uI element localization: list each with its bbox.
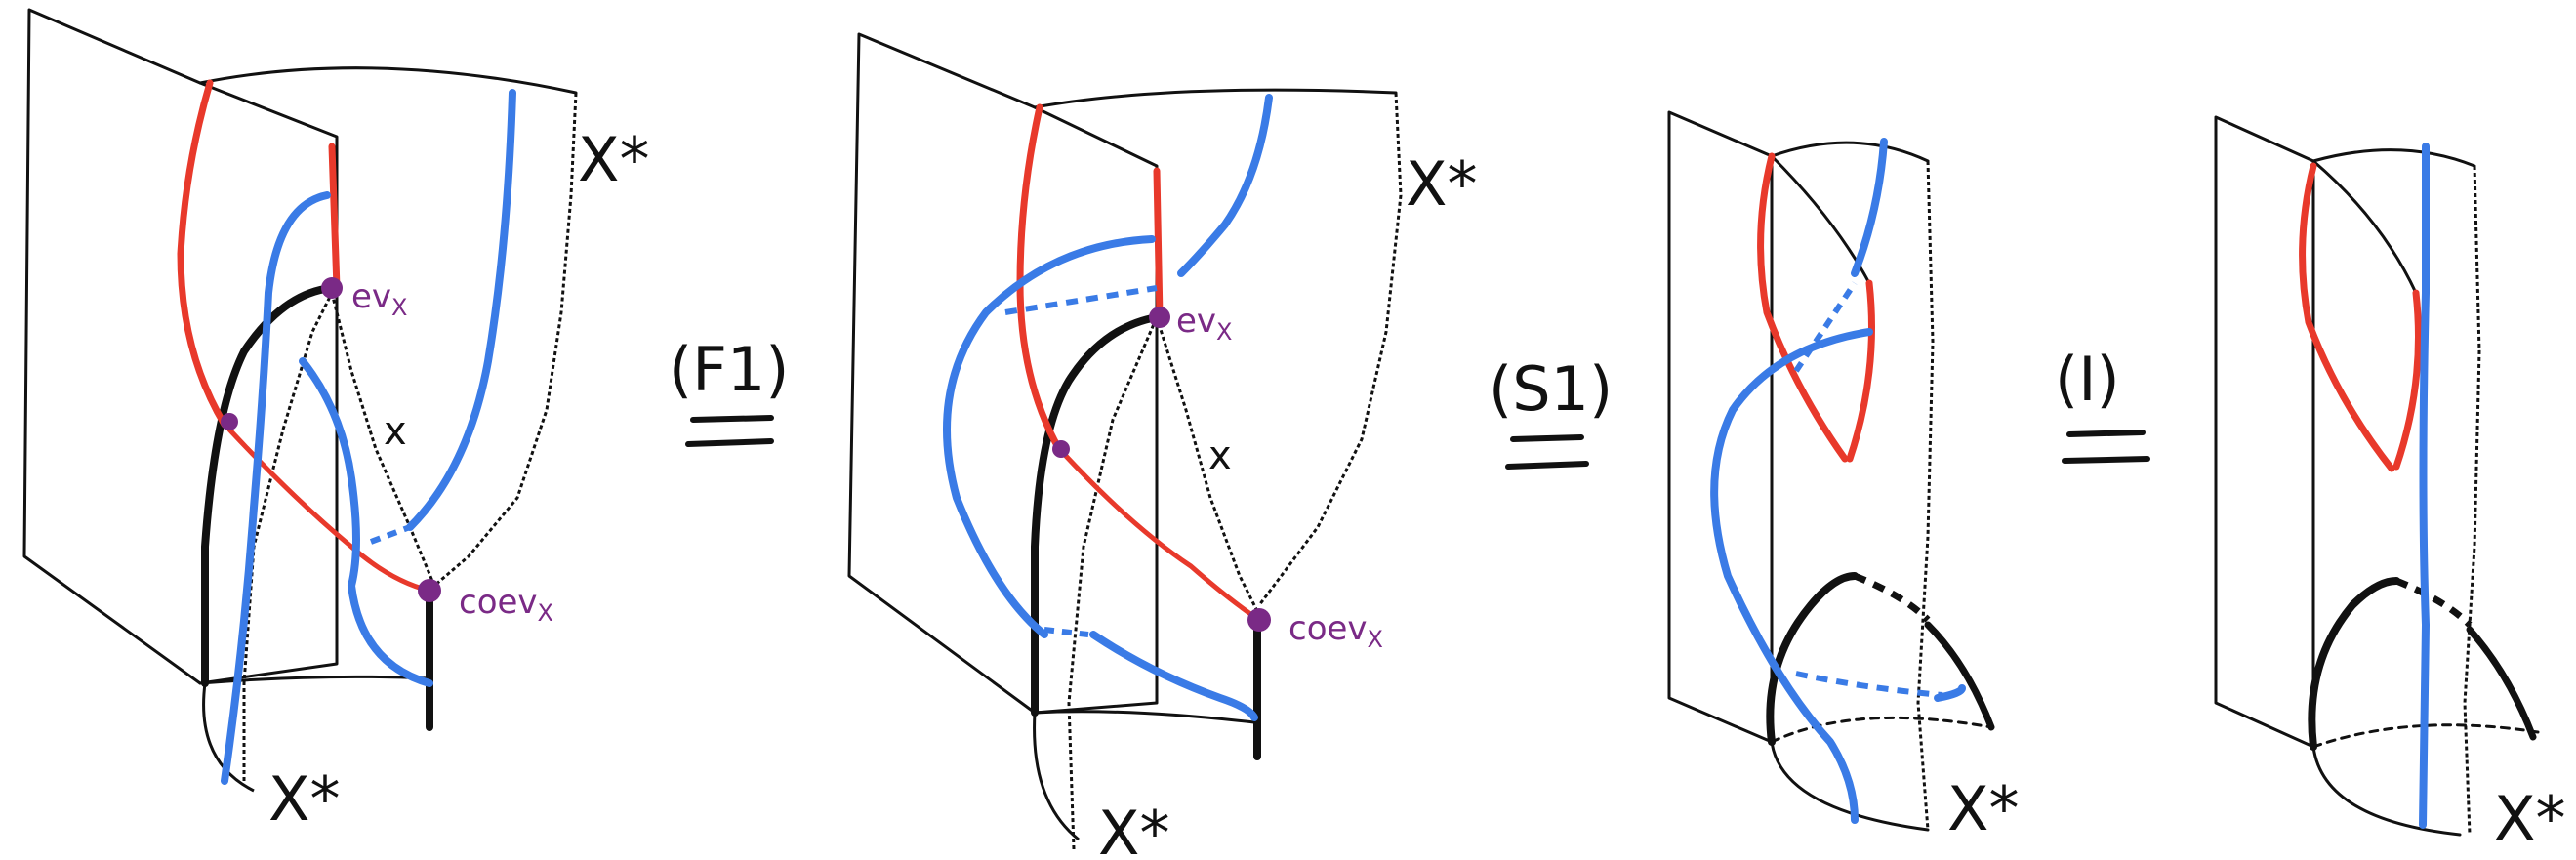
panel-1-ev-dot — [321, 277, 343, 299]
panel-2-label-xstar-top: X* — [1406, 148, 1477, 220]
panel-1-bottom-curve — [202, 682, 255, 793]
panel-2-wiggly-inner — [1155, 316, 1261, 616]
panel-1-label-xstar-top: X* — [578, 124, 649, 195]
panel-1-wiggly-inner — [330, 292, 436, 587]
panel-3-black-dashed — [1853, 572, 1931, 623]
panel-1-sheets — [22, 8, 578, 685]
panel-1-blue-dashed — [369, 524, 412, 545]
equality-s1-bar-top — [1510, 434, 1584, 442]
equality-s1-label: (S1) — [1489, 353, 1613, 425]
panel-3: X* — [1667, 110, 2019, 844]
panel-2-red-strands — [1016, 103, 1262, 623]
equality-f1-label: (F1) — [669, 334, 790, 405]
panel-2-label-x: x — [1208, 433, 1232, 478]
equality-i-bar-top — [2066, 430, 2146, 437]
panel-2-black-fold — [1031, 313, 1161, 717]
panel-2-blue-strands — [943, 94, 1273, 721]
equality-i-bar-bottom — [2062, 456, 2150, 464]
panel-4-sheets — [2214, 115, 2540, 837]
panel-3-black-arc — [1766, 572, 1859, 746]
panel-3-black-tip — [1924, 621, 1995, 731]
panel-1-wiggly-front — [242, 292, 334, 781]
equality-s1: (S1) — [1489, 353, 1613, 470]
panel-1-label-ev: evX — [351, 277, 408, 321]
panel-1-label-coev: coevX — [459, 583, 553, 627]
panel-2-wiggly-front — [1067, 316, 1159, 850]
panel-2-ev-dot — [1149, 307, 1170, 328]
panel-2-bottom-curve — [1033, 712, 1080, 841]
panel-3-red-strands — [1757, 152, 1875, 463]
equality-f1-bar-bottom — [685, 438, 774, 447]
panel-1-wiggly-edge — [433, 92, 578, 588]
panel-1-black-fold — [201, 284, 336, 687]
panel-1-coev-dot — [418, 579, 441, 602]
panel-3-blue-strands — [1710, 138, 1966, 824]
panel-4-wiggly-edge — [2463, 165, 2481, 836]
panel-4-black-tip — [2466, 626, 2537, 741]
panel-4: X* — [2214, 115, 2565, 854]
panel-2-blue-dashed-upper — [1004, 285, 1158, 315]
panel-4-label-xstar-bottom: X* — [2494, 783, 2565, 854]
panel-3-wiggly-edge — [1916, 160, 1935, 831]
panel-2-coev-dot — [1247, 608, 1271, 632]
equality-i: (I) — [2055, 344, 2150, 464]
panel-2-mid-dot — [1052, 440, 1070, 458]
panel-2-label-xstar-bottom: X* — [1098, 798, 1169, 860]
panel-4-black-dashed — [2394, 577, 2473, 628]
equality-f1-bar-top — [690, 415, 774, 423]
panel-1-mid-dot — [221, 413, 238, 430]
panel-3-label-xstar-bottom: X* — [1947, 773, 2019, 844]
panel-1-label-xstar-bottom: X* — [268, 763, 340, 835]
equality-i-label: (I) — [2055, 344, 2120, 415]
equality-s1-bar-bottom — [1505, 461, 1589, 470]
panel-1: X* X* x evX coevX — [22, 8, 649, 835]
panel-1-label-x: x — [384, 409, 407, 454]
panel-2-label-ev: evX — [1176, 302, 1233, 346]
panel-2-wiggly-edge — [1257, 92, 1403, 606]
panel-1-blue-strands — [221, 89, 516, 785]
panel-2-blue-dashed-lower — [1043, 627, 1089, 637]
panel-2-label-coev: coevX — [1288, 609, 1383, 653]
panel-3-blue-dashed-lower — [1795, 671, 1943, 698]
panel-3-blue-dashed-upper — [1793, 281, 1858, 373]
panel-4-blue-strand — [2419, 143, 2431, 829]
panel-1-red-strands — [177, 79, 432, 594]
panel-4-black-arc — [2308, 577, 2400, 751]
panel-2: X* X* x evX coevX — [847, 32, 1477, 860]
equality-f1: (F1) — [669, 334, 790, 447]
panel-2-sheets — [847, 32, 1398, 724]
panel-4-red-strands — [2299, 162, 2422, 472]
